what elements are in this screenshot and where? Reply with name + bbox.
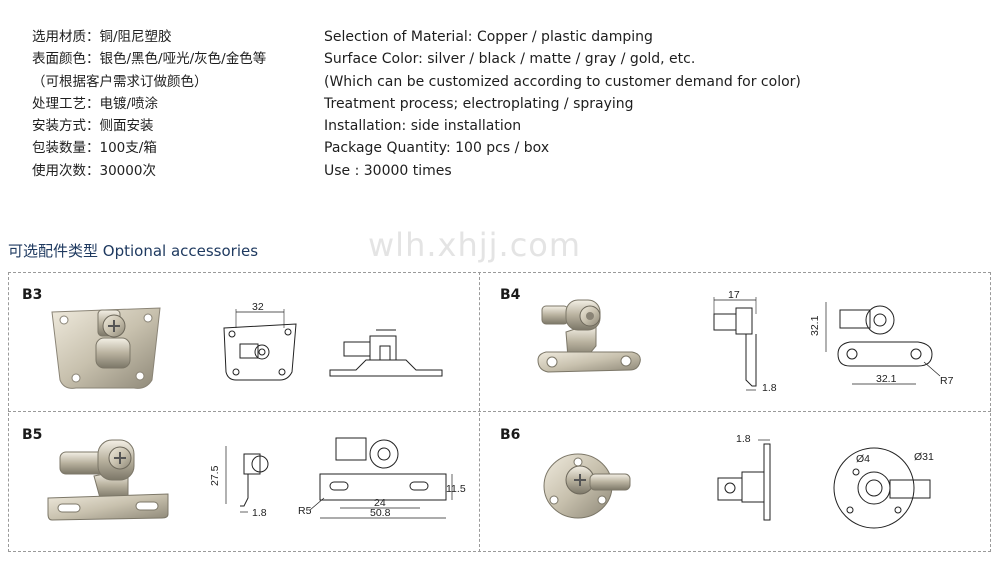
dim-b5-radius: R5: [298, 505, 312, 517]
dim-b4-height: 32.1: [809, 315, 821, 336]
spec-line: 选用材质：铜/阻尼塑胶: [32, 29, 172, 45]
spec-line: 处理工艺：电镀/喷涂: [32, 95, 159, 112]
spec-line: 使用次数：30000次: [32, 162, 156, 179]
spec-line: 包装数量：100支/箱: [32, 140, 157, 157]
spec-line: 安装方式：侧面安装: [32, 118, 154, 135]
spec-line: Use : 30000 times: [324, 162, 452, 179]
spec-line: (Which can be customized according to cu…: [324, 73, 801, 90]
dim-b5-height: 27.5: [209, 465, 221, 486]
b5-photo: [47, 439, 169, 521]
spec-line: 表面颜色：银色/黑色/哑光/灰色/金色等: [32, 51, 267, 68]
b3-front-drawing: 32: [223, 301, 297, 381]
label-b5: B5: [22, 427, 43, 443]
grid-divider-vertical: [479, 272, 480, 552]
dim-b6-hole-diameter: Ø4: [856, 453, 870, 465]
dim-b6-thickness: 1.8: [736, 433, 751, 445]
dim-b5-hole-spacing: 24: [374, 497, 386, 509]
label-b3: B3: [22, 287, 43, 303]
b5-side-drawing: 27.5 1.8: [209, 446, 269, 519]
dim-b4-hole-spacing: 32.1: [876, 373, 897, 385]
b3-photo: [51, 307, 161, 389]
dim-b4-radius: R7: [940, 375, 954, 387]
dim-b6-diameter: Ø31: [914, 451, 934, 463]
spec-line: Installation: side installation: [324, 118, 522, 135]
label-b6: B6: [500, 427, 521, 443]
accessory-grid: [8, 272, 991, 552]
dim-b5-thickness: 1.8: [252, 507, 267, 519]
specs-english: Selection of Material: Copper / plastic …: [324, 26, 801, 182]
spec-line: Package Quantity: 100 pcs / box: [324, 140, 550, 157]
dim-b4-depth: 17: [728, 289, 740, 301]
spec-line: Selection of Material: Copper / plastic …: [324, 29, 653, 45]
dim-b5-plate-height: 11.5: [446, 483, 466, 495]
label-b4: B4: [500, 287, 521, 303]
grid-divider-horizontal: [8, 411, 991, 412]
dim-b5-width: 50.8: [370, 507, 391, 519]
b4-front-drawing: 32.1 32.1 R7: [809, 302, 954, 387]
b6-photo: [543, 453, 631, 519]
dim-b4-thickness: 1.8: [762, 382, 777, 394]
section-title: 可选配件类型 Optional accessories: [8, 242, 259, 260]
b4-photo: [537, 299, 641, 373]
b6-front-drawing: Ø4 Ø31: [833, 447, 934, 529]
b6-side-drawing: 1.8: [717, 433, 771, 521]
b3-side-drawing: [329, 329, 443, 377]
watermark: wlh.xhjj.com: [368, 226, 582, 264]
spec-line: Treatment process; electroplating / spra…: [324, 95, 634, 112]
b4-side-drawing: 17 1.8: [713, 289, 777, 394]
b5-front-drawing: 11.5 24 50.8 R5: [298, 437, 466, 519]
spec-line: Surface Color: silver / black / matte / …: [324, 51, 696, 68]
dim-b3-width: 32: [252, 301, 264, 313]
specs-chinese: 选用材质：铜/阻尼塑胶 表面颜色：银色/黑色/哑光/灰色/金色等 （可根据客户需…: [32, 26, 266, 182]
spec-line: （可根据客户需求订做颜色）: [32, 73, 208, 90]
